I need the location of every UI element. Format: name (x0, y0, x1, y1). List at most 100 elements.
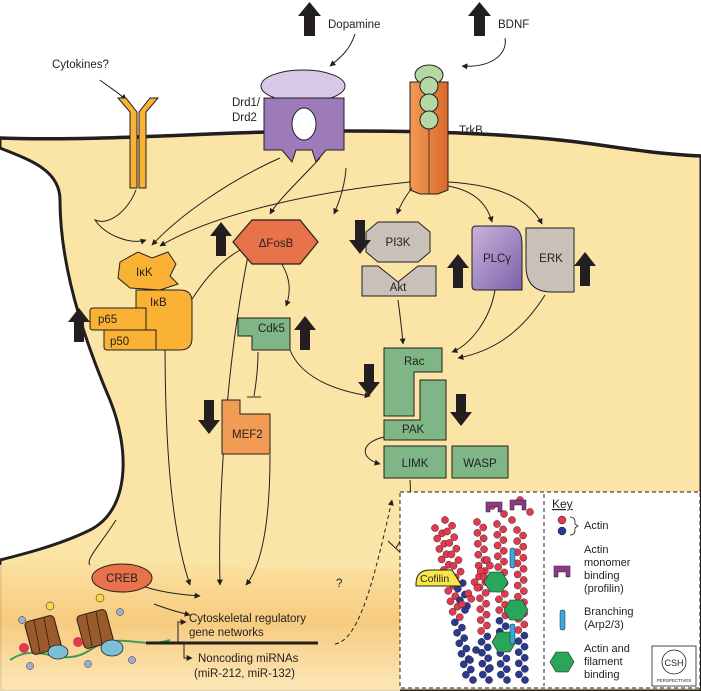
actin-monomer (515, 670, 523, 679)
actin-monomer (451, 618, 459, 627)
actin-monomer (519, 553, 528, 562)
actin-monomer (526, 508, 534, 516)
cdk5-label: Cdk5 (258, 323, 285, 335)
svg-text:CSH: CSH (664, 658, 683, 668)
actin-monomer (513, 526, 521, 534)
csh-perspectives-logo: CSH PERSPECTIVES (651, 645, 697, 687)
key-monomer-line4: (profilin) (584, 583, 624, 595)
actin-monomer (457, 649, 466, 658)
cytokines-label: Cytokines? (52, 59, 109, 71)
key-monomer-line2: monomer (584, 557, 631, 569)
pi3k-label: PI3K (386, 237, 411, 249)
actin-monomer (514, 592, 522, 601)
actin-monomer (482, 610, 491, 619)
actin-monomer (494, 563, 502, 571)
fosb-node (232, 219, 319, 265)
actin-monomer (445, 539, 454, 547)
mirna-line2: (miR-212, miR-132) (194, 668, 295, 680)
ikk-node (117, 251, 179, 291)
key-filament-line3: binding (584, 669, 619, 681)
actin-monomer (462, 670, 470, 679)
pi3k-node (365, 221, 431, 263)
gene-networks-line1: Cytoskeletal regulatory (189, 613, 306, 625)
actin-monomer (455, 639, 464, 648)
key-arp23-icon (559, 609, 566, 631)
actin-monomer (453, 629, 461, 637)
fosb-label: ΔFosB (259, 238, 294, 250)
fosb-increase-arrow-icon (210, 222, 232, 256)
actin-monomer (441, 516, 449, 524)
actin-monomer (467, 595, 476, 603)
actin-monomer (461, 606, 469, 614)
actin-monomer (473, 583, 482, 592)
key-filament-binding-icon (549, 651, 575, 673)
actin-monomer (446, 597, 455, 606)
actin-monomer (466, 656, 474, 664)
actin-monomer (477, 627, 485, 635)
actin-monomer (513, 581, 522, 590)
filament-binding-protein (503, 599, 529, 621)
actin-monomer (481, 589, 490, 597)
actin-monomer (499, 536, 508, 544)
actin-monomer (431, 524, 439, 532)
actin-monomer (500, 557, 508, 566)
signaling-arrows (88, 157, 546, 617)
actin-monomer (480, 545, 488, 554)
akt-node (361, 265, 437, 297)
ikk-label: IκK (136, 267, 153, 279)
actin-monomer (478, 670, 487, 679)
nfkb-increase-arrow-icon (68, 308, 90, 342)
actin-monomer (499, 525, 507, 534)
actin-monomer (497, 670, 505, 679)
p65-label: p65 (98, 314, 117, 326)
cdk5-increase-arrow-icon (294, 316, 316, 350)
pak-node (383, 379, 447, 441)
actin-monomer (454, 556, 463, 564)
actin-monomer (466, 665, 475, 674)
actin-monomer (520, 653, 529, 662)
mef2-label: MEF2 (232, 429, 263, 441)
actin-monomer (513, 570, 522, 579)
actin-monomer (456, 567, 465, 576)
drd-label-line1: Drd1/ (232, 97, 261, 109)
plcg-node (471, 225, 523, 291)
chromatin-icon (9, 593, 171, 670)
actin-monomer (476, 594, 484, 603)
key-branch-line1: Branching (584, 606, 634, 618)
cofilin-node (415, 569, 463, 587)
actin-monomer (521, 676, 529, 684)
actin-monomer (500, 590, 509, 598)
actin-monomer (473, 518, 481, 526)
actin-filaments (431, 496, 534, 684)
limk-label: LIMK (402, 458, 429, 470)
svg-text:PERSPECTIVES: PERSPECTIVES (657, 678, 692, 683)
actin-monomer (484, 654, 492, 663)
actin-monomer (520, 587, 528, 595)
actin-monomer (520, 631, 529, 640)
key-branch-line2: (Arp2/3) (584, 619, 624, 631)
actin-monomer (519, 531, 527, 540)
actin-monomer (448, 608, 457, 616)
cdk5-node (237, 317, 291, 351)
actin-monomer (508, 516, 516, 524)
trkb-receptor (409, 64, 449, 195)
dopamine-increase-arrow-icon (298, 2, 321, 36)
actin-monomer (502, 654, 511, 663)
actin-monomer (521, 665, 529, 673)
actin-monomer (437, 555, 446, 564)
actin-monomer (444, 587, 453, 595)
erk-increase-arrow-icon (574, 252, 596, 286)
mef2-decrease-arrow-icon (198, 400, 220, 434)
actin-monomer (483, 632, 492, 641)
wasp-node (451, 445, 509, 479)
actin-monomer (520, 620, 529, 629)
actin-monomer (459, 660, 468, 669)
actin-monomer (458, 623, 466, 632)
actin-monomer (502, 665, 511, 674)
actin-monomer (447, 550, 456, 559)
mirna-line1: Noncoding miRNAs (198, 653, 299, 665)
actin-monomer (435, 545, 444, 553)
limk-node (383, 445, 447, 479)
gene-networks-line2: gene networks (189, 627, 264, 639)
trkb-label: TrkB (459, 125, 483, 137)
